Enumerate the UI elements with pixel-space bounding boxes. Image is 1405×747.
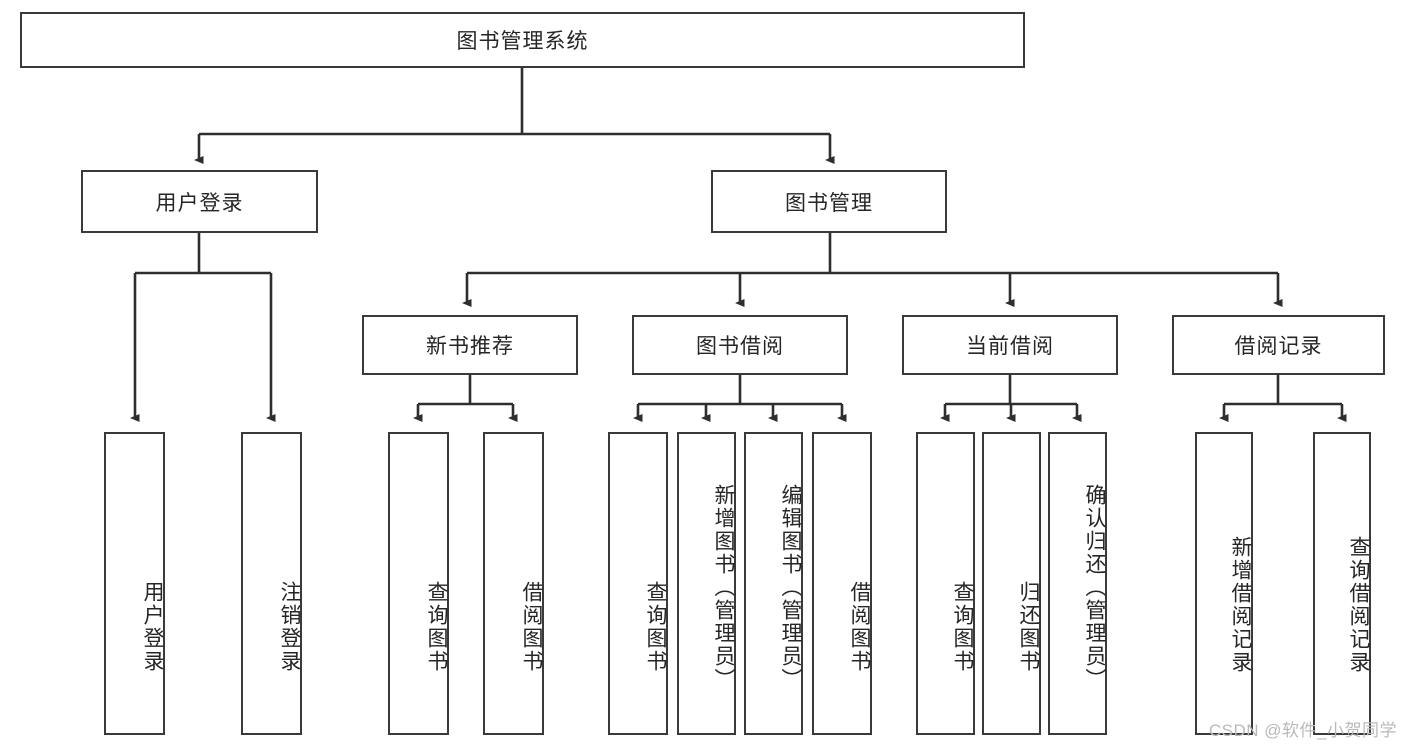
node-label: 查询图书: [425, 580, 448, 673]
node-label: 注销登录: [278, 580, 301, 673]
node-book-manage[interactable]: 图书管理: [711, 170, 947, 233]
node-label: 借阅图书: [520, 580, 543, 673]
node-label: 新书推荐: [426, 335, 514, 358]
node-leaf-query-book-2[interactable]: 查询图书: [608, 432, 668, 735]
node-leaf-user-login[interactable]: 用户登录: [104, 432, 165, 735]
node-leaf-add-record[interactable]: 新增借阅记录: [1195, 432, 1253, 735]
node-leaf-logout-login[interactable]: 注销登录: [241, 432, 302, 735]
node-new-book-recommend[interactable]: 新书推荐: [362, 315, 578, 375]
node-leaf-query-record[interactable]: 查询借阅记录: [1313, 432, 1371, 735]
node-label: 当前借阅: [966, 335, 1054, 358]
node-leaf-query-book-3[interactable]: 查询图书: [916, 432, 975, 735]
node-leaf-query-book-1[interactable]: 查询图书: [388, 432, 449, 735]
node-current-borrow[interactable]: 当前借阅: [902, 315, 1118, 375]
node-label: 用户登录: [141, 580, 164, 673]
node-label: 借阅图书: [848, 580, 871, 673]
node-label: 图书管理系统: [456, 30, 589, 53]
csdn-watermark: CSDN @软件_小贺同学: [1208, 721, 1397, 740]
node-label: 编辑图书（管理员）: [779, 484, 802, 691]
node-label: 新增借阅记录: [1229, 535, 1252, 674]
node-book-management-system[interactable]: 图书管理系统: [20, 12, 1025, 68]
node-book-borrow[interactable]: 图书借阅: [632, 315, 848, 375]
node-label: 查询图书: [644, 580, 667, 673]
node-leaf-borrow-book-2[interactable]: 借阅图书: [812, 432, 872, 735]
node-leaf-edit-book[interactable]: 编辑图书（管理员）: [744, 432, 803, 735]
node-label: 借阅记录: [1234, 335, 1323, 358]
node-label: 图书借阅: [696, 335, 784, 358]
node-label: 查询借阅记录: [1347, 535, 1370, 674]
node-label: 归还图书: [1017, 580, 1040, 673]
node-leaf-confirm-return[interactable]: 确认归还（管理员）: [1048, 432, 1107, 735]
node-leaf-add-book[interactable]: 新增图书（管理员）: [677, 432, 736, 735]
node-user-login[interactable]: 用户登录: [81, 170, 318, 233]
node-label: 新增图书（管理员）: [712, 484, 735, 691]
node-leaf-borrow-book-1[interactable]: 借阅图书: [483, 432, 544, 735]
node-borrow-record[interactable]: 借阅记录: [1172, 315, 1385, 375]
node-label: 查询图书: [951, 580, 974, 673]
node-label: 用户登录: [155, 191, 244, 215]
node-label: 图书管理: [785, 191, 873, 215]
node-label: 确认归还（管理员）: [1083, 484, 1106, 691]
node-leaf-return-book[interactable]: 归还图书: [982, 432, 1041, 735]
